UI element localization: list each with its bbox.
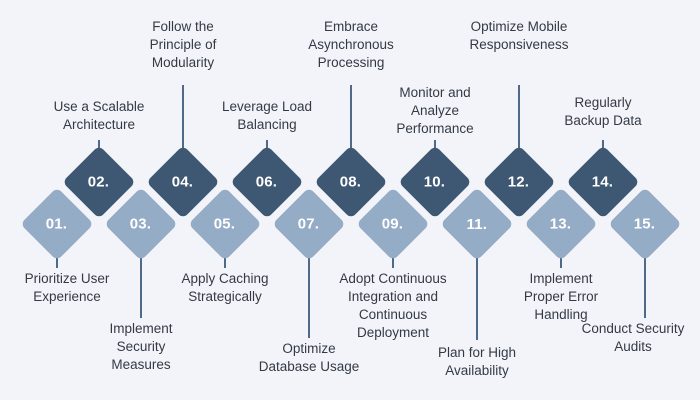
step-label-07: Optimize Database Usage [258, 341, 360, 374]
step-number-11: 11. [466, 215, 488, 233]
step-label-06: Leverage Load Balancing [221, 99, 313, 132]
connector-line-03 [140, 254, 142, 318]
step-number-15: 15. [634, 215, 656, 233]
step-label-11: Plan for High Availability [437, 345, 517, 378]
step-number-14: 14. [592, 173, 614, 191]
step-number-07: 07. [298, 215, 320, 233]
step-label-12: Optimize Mobile Responsiveness [469, 19, 569, 52]
step-number-12: 12. [508, 173, 530, 191]
step-number-06: 06. [256, 173, 278, 191]
step-label-01: Prioritize User Experience [24, 271, 110, 304]
step-number-05: 05. [214, 215, 236, 233]
connector-line-04 [182, 85, 184, 153]
step-number-09: 09. [382, 215, 404, 233]
step-label-04: Follow the Principle of Modularity [149, 19, 217, 70]
connector-line-05 [224, 254, 226, 268]
step-label-09: Adopt Continuous Integration and Continu… [339, 271, 447, 340]
step-number-01: 01. [46, 215, 68, 233]
connector-line-12 [518, 85, 520, 153]
step-label-10: Monitor and Analyze Performance [396, 85, 474, 136]
connector-line-08 [350, 85, 352, 153]
connector-line-09 [392, 254, 394, 268]
connector-line-13 [560, 254, 562, 268]
step-label-15: Conduct Security Audits [581, 321, 685, 354]
connector-line-11 [476, 254, 478, 340]
connector-line-01 [56, 254, 58, 268]
connector-line-07 [308, 254, 310, 338]
step-number-10: 10. [424, 173, 446, 191]
step-label-14: Regularly Backup Data [564, 95, 642, 128]
step-number-08: 08. [340, 173, 362, 191]
step-label-03: Implement Security Measures [109, 321, 173, 372]
step-label-02: Use a Scalable Architecture [53, 99, 145, 132]
step-label-13: Implement Proper Error Handling [523, 271, 599, 322]
step-number-02: 02. [88, 173, 110, 191]
step-number-13: 13. [550, 215, 572, 233]
connector-line-15 [644, 254, 646, 318]
step-number-03: 03. [130, 215, 152, 233]
step-label-08: Embrace Asynchronous Processing [308, 19, 394, 70]
step-number-04: 04. [172, 173, 194, 191]
step-label-05: Apply Caching Strategically [181, 271, 269, 304]
